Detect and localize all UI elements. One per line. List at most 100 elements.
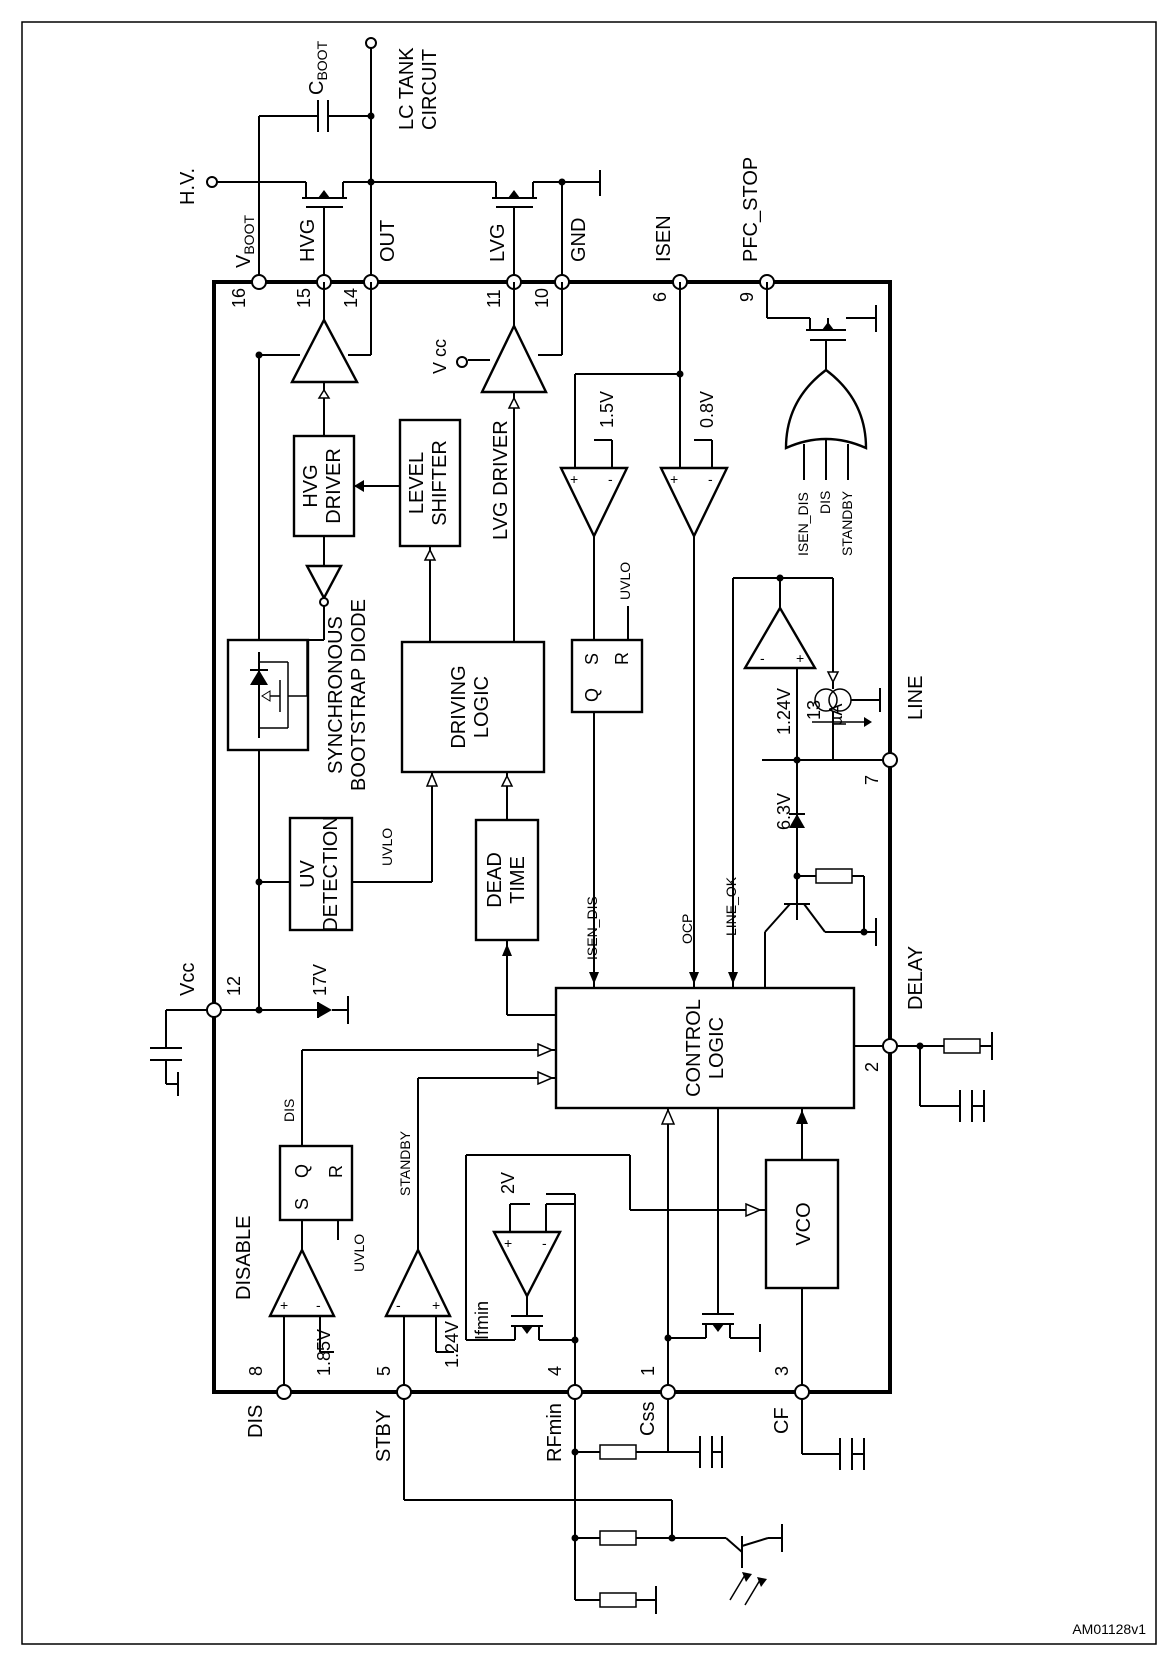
ref-2v: 2V: [498, 1172, 518, 1194]
latch-qsr-block: [570, 638, 644, 714]
threshold-1v85: 1.85V: [314, 1329, 334, 1376]
pin-name-rfmin: RFmin: [544, 1403, 566, 1462]
pin-8[interactable]: [276, 1384, 292, 1400]
pfc-stop-or-gate: [766, 282, 877, 480]
svg-text:-: -: [542, 1235, 547, 1251]
uv-detection-block: [288, 816, 354, 932]
latch-s-label: S: [582, 653, 602, 665]
pin-12[interactable]: [206, 1002, 222, 1018]
latch-dis-r: R: [326, 1165, 346, 1178]
dis-signal: DIS: [281, 1099, 297, 1122]
dead-time-label-2: TIME: [507, 856, 529, 904]
pin-num-11: 11: [484, 289, 504, 308]
svg-text:+: +: [670, 471, 678, 487]
control-logic-label-2: LOGIC: [706, 1017, 728, 1079]
svg-text:+: +: [432, 1297, 440, 1313]
pin-num-1: 1: [638, 1366, 658, 1376]
lc-tank-label-1: LC TANK: [396, 47, 418, 130]
hvg-driver-label-1: HVG: [300, 464, 322, 507]
pin-name-vboot: VBOOT: [233, 215, 257, 268]
threshold-1v5: 1.5V: [597, 391, 617, 428]
bootstrap-diode-block: [226, 355, 310, 990]
comparator-0v8: + -: [659, 439, 729, 988]
ocp-signal: OCP: [679, 914, 695, 944]
pin-num-15: 15: [294, 288, 314, 308]
svg-text:+: +: [796, 650, 804, 666]
pin-num-14: 14: [341, 288, 361, 308]
current-13-value: 13: [804, 700, 824, 720]
disable-comparator: + -: [268, 1042, 556, 1392]
pin-name-cf: CF: [771, 1407, 793, 1434]
pin-num-5: 5: [374, 1366, 394, 1376]
or-input-dis: DIS: [817, 491, 833, 514]
bootstrap-label-1: SYNCHRONOUS: [325, 616, 347, 774]
bootstrap-label-2: BOOTSTRAP DIODE: [348, 599, 370, 791]
or-input-isen-dis: ISEN_DIS: [795, 492, 811, 556]
pin-num-9: 9: [737, 292, 757, 302]
uv-detection-label-2: DETECTION: [320, 816, 342, 932]
svg-text:+: +: [504, 1235, 512, 1251]
pin-1[interactable]: [660, 1384, 676, 1400]
ifmin-label: Ifmin: [472, 1301, 492, 1340]
isen-dis-signal: ISEN_DIS: [584, 896, 600, 960]
lvg-driver-label: LVG DRIVER: [490, 420, 512, 540]
pin-name-pfc-stop: PFC_STOP: [740, 157, 762, 262]
standby-signal: STANDBY: [397, 1130, 413, 1196]
dead-time-label-1: DEAD: [484, 852, 506, 908]
pin-num-6: 6: [650, 292, 670, 302]
svg-text:-: -: [316, 1297, 321, 1313]
pin-name-stby: STBY: [373, 1410, 395, 1462]
level-shifter-label-1: LEVEL: [406, 452, 428, 514]
pin-3[interactable]: [794, 1384, 810, 1400]
control-logic-label-1: CONTROL: [683, 999, 705, 1097]
latch-dis-block: [278, 1144, 354, 1222]
pin-5[interactable]: [396, 1384, 412, 1400]
zener-6v3: 6.3V: [774, 793, 794, 830]
pin-7[interactable]: [882, 752, 898, 768]
hvg-driver-block: [292, 434, 356, 538]
top-external-circuit: [206, 37, 601, 282]
cboot-label: CBOOT: [306, 40, 330, 95]
level-shifter-label-2: SHIFTER: [429, 440, 451, 526]
pin-4[interactable]: [567, 1384, 583, 1400]
current-unit: µA: [826, 704, 846, 726]
pin-num-7: 7: [862, 775, 882, 785]
vco-label: VCO: [793, 1202, 815, 1245]
pin-name-css: Css: [637, 1402, 659, 1436]
pin-num-12: 12: [224, 976, 244, 996]
pin-num-3: 3: [772, 1366, 792, 1376]
svg-text:+: +: [280, 1297, 288, 1313]
pin-num-16: 16: [229, 288, 249, 308]
pin-name-lvg: LVG: [487, 223, 509, 262]
hvg-driver-label-2: DRIVER: [323, 448, 345, 524]
zener-17v: 17V: [310, 964, 330, 996]
rfmin-external: [404, 1399, 783, 1614]
driving-logic-label-1: DRIVING: [448, 665, 470, 748]
latch-q-label: Q: [582, 688, 602, 702]
ifmin-amplifier: + -: [465, 1154, 766, 1392]
line-comparator: - +: [728, 574, 898, 988]
pin-name-out: OUT: [377, 220, 399, 262]
pin-2[interactable]: [882, 1038, 898, 1054]
pin-name-vcc: Vcc: [177, 963, 199, 996]
or-input-standby: STANDBY: [839, 490, 855, 556]
css-discharge-mosfet: [668, 1108, 761, 1352]
uvlo-label-latch: UVLO: [617, 562, 633, 600]
lvg-buffer: [456, 282, 563, 642]
svg-text:-: -: [396, 1297, 401, 1313]
pin-num-2: 2: [862, 1062, 882, 1072]
pin-16[interactable]: [251, 274, 267, 290]
threshold-0v8: 0.8V: [697, 391, 717, 428]
disable-label: DISABLE: [233, 1216, 255, 1300]
pin-num-4: 4: [545, 1366, 565, 1376]
pin-name-delay: DELAY: [905, 946, 927, 1010]
hv-label: H.V.: [177, 168, 199, 205]
latch-r-label: R: [612, 652, 632, 665]
svg-text:-: -: [760, 650, 765, 666]
hvg-inverter: [305, 536, 343, 641]
comparator-1v5: + -: [559, 439, 629, 640]
ic-outline: [212, 280, 892, 1394]
latch-dis-s: S: [292, 1198, 312, 1210]
